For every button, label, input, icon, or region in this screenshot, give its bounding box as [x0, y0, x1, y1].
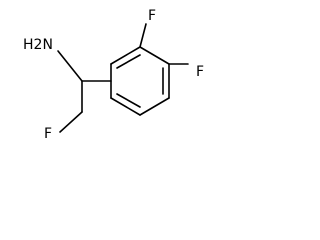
fluorine-ring-3-label: F — [148, 8, 156, 24]
ring-bond-1 — [110, 46, 141, 65]
ring-bond-2 — [139, 46, 170, 65]
fluorine-ring-4-label: F — [196, 64, 204, 80]
structure-svg: H2N F F F — [23, 8, 204, 142]
molecule-diagram: H2N F F F — [0, 0, 210, 155]
fluorine-chain-label: F — [44, 126, 52, 142]
amine-label: H2N — [23, 37, 53, 53]
bond-ch2-to-f — [59, 111, 83, 133]
ring-bond-4 — [139, 97, 170, 116]
bond-chain-to-amine — [57, 50, 83, 82]
ring-double-bond-1 — [116, 54, 141, 69]
ring-bond-5 — [110, 97, 141, 116]
bond-ring-to-f3 — [139, 23, 147, 48]
ring-double-bond-3 — [116, 93, 141, 108]
